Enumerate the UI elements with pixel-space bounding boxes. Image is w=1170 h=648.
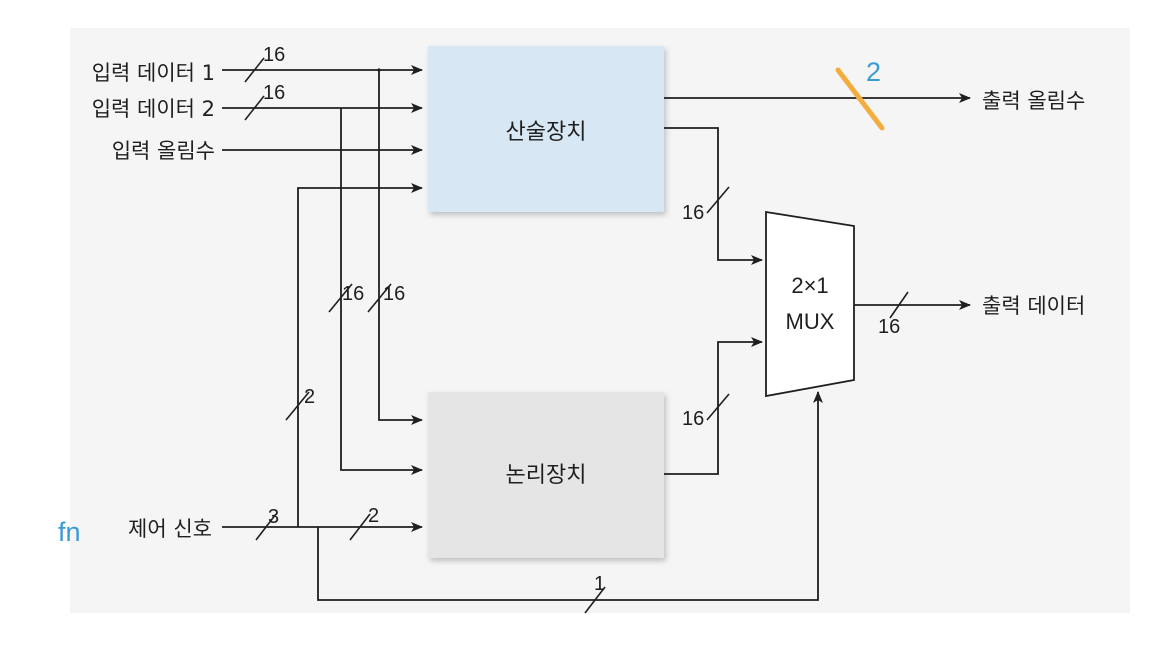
width-data2: 16 (263, 82, 285, 104)
carry-out-highlight-tick (835, 67, 885, 131)
bus-tick-data2 (244, 95, 265, 121)
wire-arith-to-mux (664, 127, 763, 265)
width-data1: 16 (263, 44, 285, 66)
width-control-mux: 1 (594, 573, 605, 595)
bus-tick-data1 (244, 57, 265, 83)
mux-block (765, 210, 855, 398)
width-control: 3 (268, 506, 279, 528)
carry-width-annotation: 2 (866, 57, 881, 87)
bus-tick-data2-logic (328, 283, 353, 313)
control-signal-label: 제어 신호 (128, 517, 212, 541)
input-carry-label: 입력 올림수 (112, 139, 215, 163)
bus-tick-control-arith (285, 391, 310, 421)
wire-control-to-mux (317, 391, 823, 601)
wire-data2-to-logic (340, 108, 423, 475)
bus-tick-control (255, 513, 277, 541)
arithmetic-unit-label: 산술장치 (506, 120, 587, 145)
bus-tick-control-mux (584, 586, 606, 614)
width-data1-logic: 16 (383, 283, 405, 305)
mux-label-name: MUX (786, 309, 835, 334)
input-data-2-label: 입력 데이터 2 (92, 97, 215, 121)
width-control-arith: 2 (304, 386, 315, 408)
output-data-label: 출력 데이터 (982, 294, 1085, 318)
bus-tick-data1-logic (367, 283, 392, 313)
wire-data1-to-logic (378, 70, 423, 425)
wire-control-to-arith (297, 183, 423, 527)
width-mux-out: 16 (878, 316, 900, 338)
bus-tick-arith-out (706, 186, 730, 214)
arithmetic-unit-block (428, 46, 664, 212)
wire-logic-to-mux (664, 337, 763, 475)
bus-tick-control-logic (349, 513, 371, 541)
bus-tick-logic-out (706, 393, 730, 421)
width-data2-logic: 16 (342, 283, 364, 305)
input-data-1-label: 입력 데이터 1 (92, 61, 215, 85)
bus-tick-mux-out (889, 291, 909, 319)
width-logic-out: 16 (682, 408, 704, 430)
width-arith-out: 16 (682, 202, 704, 224)
control-name-annotation: fn (58, 517, 81, 547)
logic-unit-label: 논리장치 (506, 463, 587, 488)
logic-unit-block (428, 392, 664, 558)
width-control-logic: 2 (368, 505, 379, 527)
output-carry-label: 출력 올림수 (982, 89, 1085, 113)
mux-label-size: 2×1 (791, 273, 828, 298)
